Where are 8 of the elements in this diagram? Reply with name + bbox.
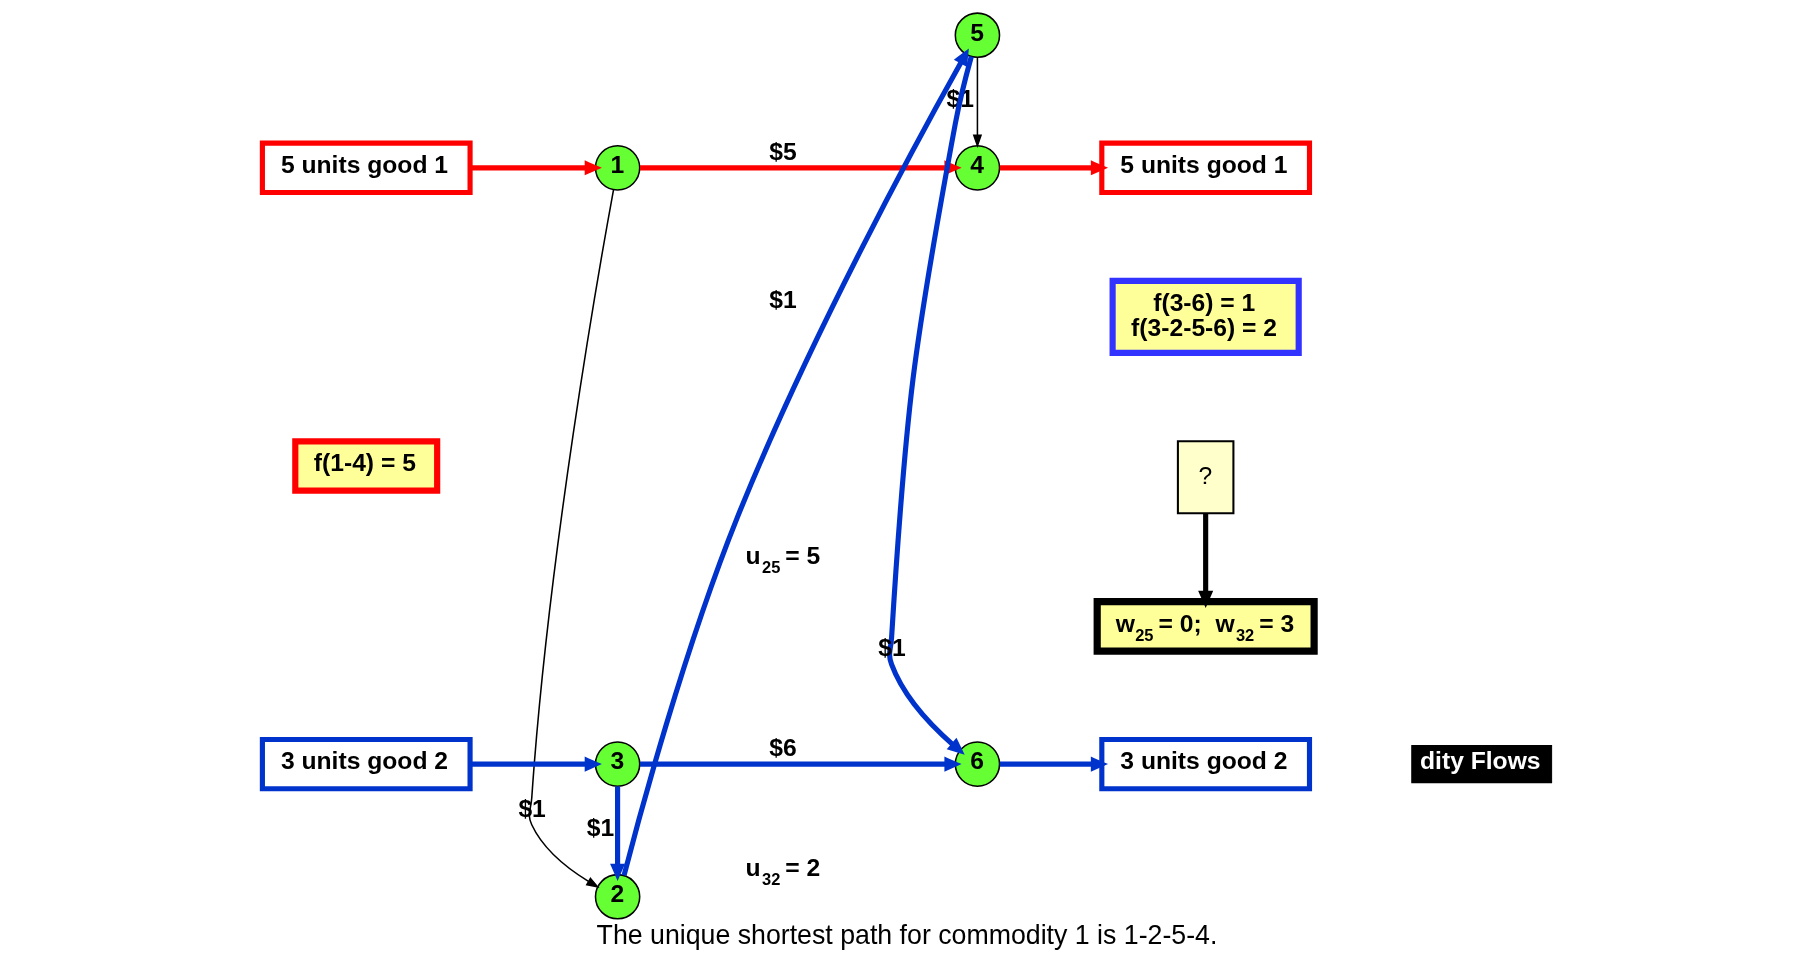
edge-label: $1: [769, 285, 797, 313]
caption: The unique shortest path for commodity 1 is 1-2-5-4.: [596, 919, 1218, 950]
label: u$_{32}$ = 2: [745, 853, 821, 888]
edge-label: $5: [769, 137, 797, 165]
edge-label: $1: [586, 813, 615, 841]
label: dity Flows: [1420, 746, 1541, 774]
edge-label: $6: [769, 733, 797, 761]
label: u$_{25}$ = 5: [745, 541, 821, 576]
